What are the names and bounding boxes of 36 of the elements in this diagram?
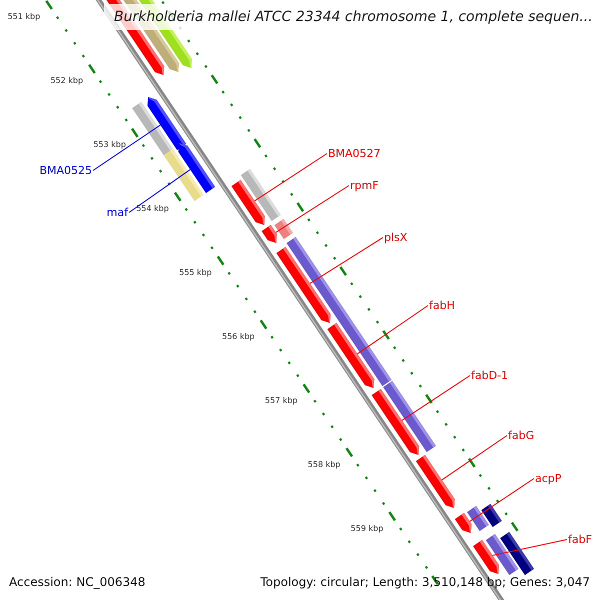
scale-label: 559 kbp: [350, 524, 384, 532]
gene-label: maf: [106, 207, 128, 218]
gene-bar: [262, 224, 277, 243]
gene-label: BMA0525: [39, 165, 92, 176]
gene-label: fabG: [508, 430, 534, 441]
leader-line: [309, 237, 384, 284]
scale-label: 555 kbp: [179, 268, 212, 277]
gene-bar: [416, 454, 455, 508]
scale-label: 551 kbp: [8, 13, 40, 22]
gene-bar: [372, 388, 420, 455]
leader-line: [356, 305, 428, 354]
gene-bar: [178, 143, 216, 194]
leader-line: [441, 435, 508, 480]
gene-label: plsX: [384, 232, 408, 243]
leader-line: [92, 124, 161, 171]
leader-line: [275, 185, 350, 233]
gene-bar: [454, 512, 472, 533]
gene-label: BMA0527: [328, 148, 381, 159]
gene-label: rpmF: [350, 180, 379, 191]
gene-label: fabF: [568, 534, 592, 545]
leader-line: [128, 169, 191, 213]
gene-bar: [473, 540, 499, 574]
gene-label: fabD-1: [471, 370, 508, 381]
leader-line: [401, 375, 470, 421]
accession-text: Accession: NC_006348: [9, 576, 146, 588]
leader-line: [492, 539, 568, 556]
gene-bar: [327, 322, 374, 388]
gene-bar: [231, 180, 265, 225]
scale-label: 552 kbp: [50, 77, 84, 86]
gene-bar: [148, 97, 186, 150]
leader-line: [254, 153, 328, 202]
gene-label: acpP: [535, 473, 562, 484]
gene-bar: [276, 246, 330, 323]
scale-label: 558 kbp: [308, 460, 340, 469]
leader-line: [469, 478, 534, 522]
gene-label: fabH: [429, 300, 455, 311]
